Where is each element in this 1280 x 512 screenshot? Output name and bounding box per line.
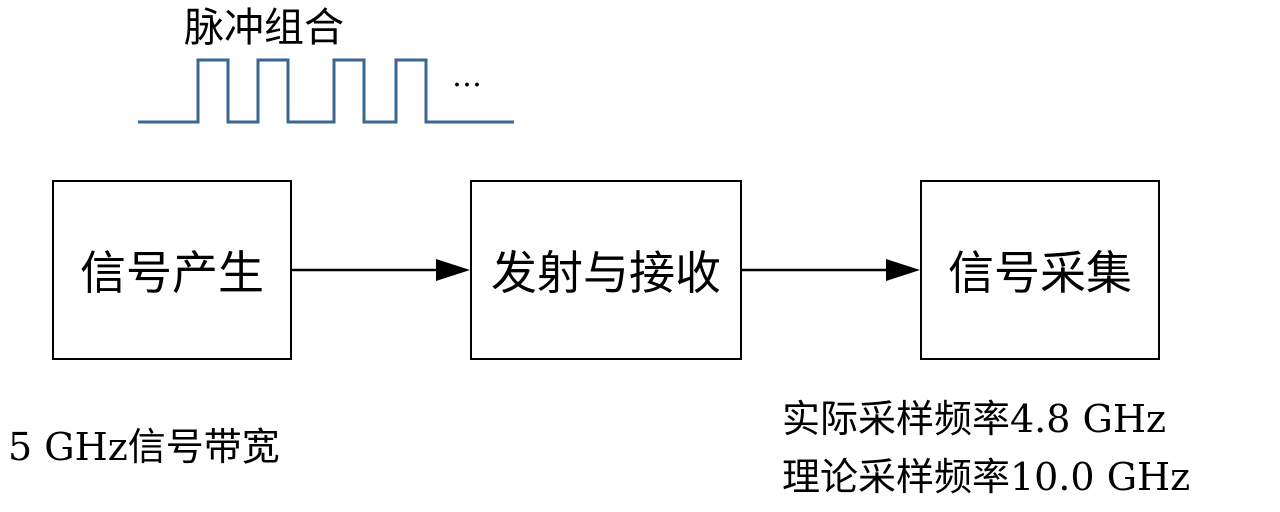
signal-acquisition-label: 信号采集 bbox=[948, 246, 1132, 300]
signal-generation-block: 信号产生 bbox=[52, 180, 292, 360]
theoretical-sampling-rate-annotation: 理论采样频率10.0 GHz bbox=[782, 455, 1191, 499]
arrow-1-head bbox=[436, 259, 470, 281]
signal-acquisition-block: 信号采集 bbox=[920, 180, 1160, 360]
actual-sampling-rate-annotation: 实际采样频率4.8 GHz bbox=[782, 397, 1167, 441]
signal-generation-label: 信号产生 bbox=[80, 246, 264, 300]
transmit-receive-block: 发射与接收 bbox=[470, 180, 742, 360]
transmit-receive-label: 发射与接收 bbox=[491, 246, 721, 300]
pulse-combination-label: 脉冲组合 bbox=[184, 5, 344, 51]
arrow-2-head bbox=[886, 259, 920, 281]
bandwidth-annotation: 5 GHz信号带宽 bbox=[8, 425, 280, 469]
pulse-ellipsis: … bbox=[452, 59, 482, 94]
pulse-waveform bbox=[138, 58, 514, 124]
